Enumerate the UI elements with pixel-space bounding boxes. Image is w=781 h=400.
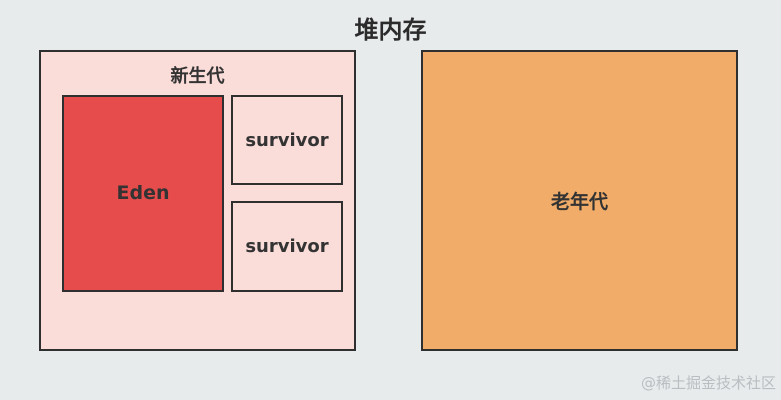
survivor-box-2: survivor	[231, 201, 343, 292]
eden-label: Eden	[116, 181, 170, 204]
watermark-text: @稀土掘金技术社区	[640, 374, 776, 392]
old-generation-label: 老年代	[550, 191, 608, 213]
young-generation-label: 新生代	[170, 66, 225, 87]
survivor-label-2: survivor	[245, 236, 329, 257]
old-generation-box: 老年代	[421, 50, 738, 351]
eden-box: Eden	[62, 95, 224, 292]
survivor-box-1: survivor	[231, 95, 343, 185]
survivor-label-1: survivor	[245, 129, 329, 151]
heap-memory-title: 堆内存	[354, 16, 427, 44]
